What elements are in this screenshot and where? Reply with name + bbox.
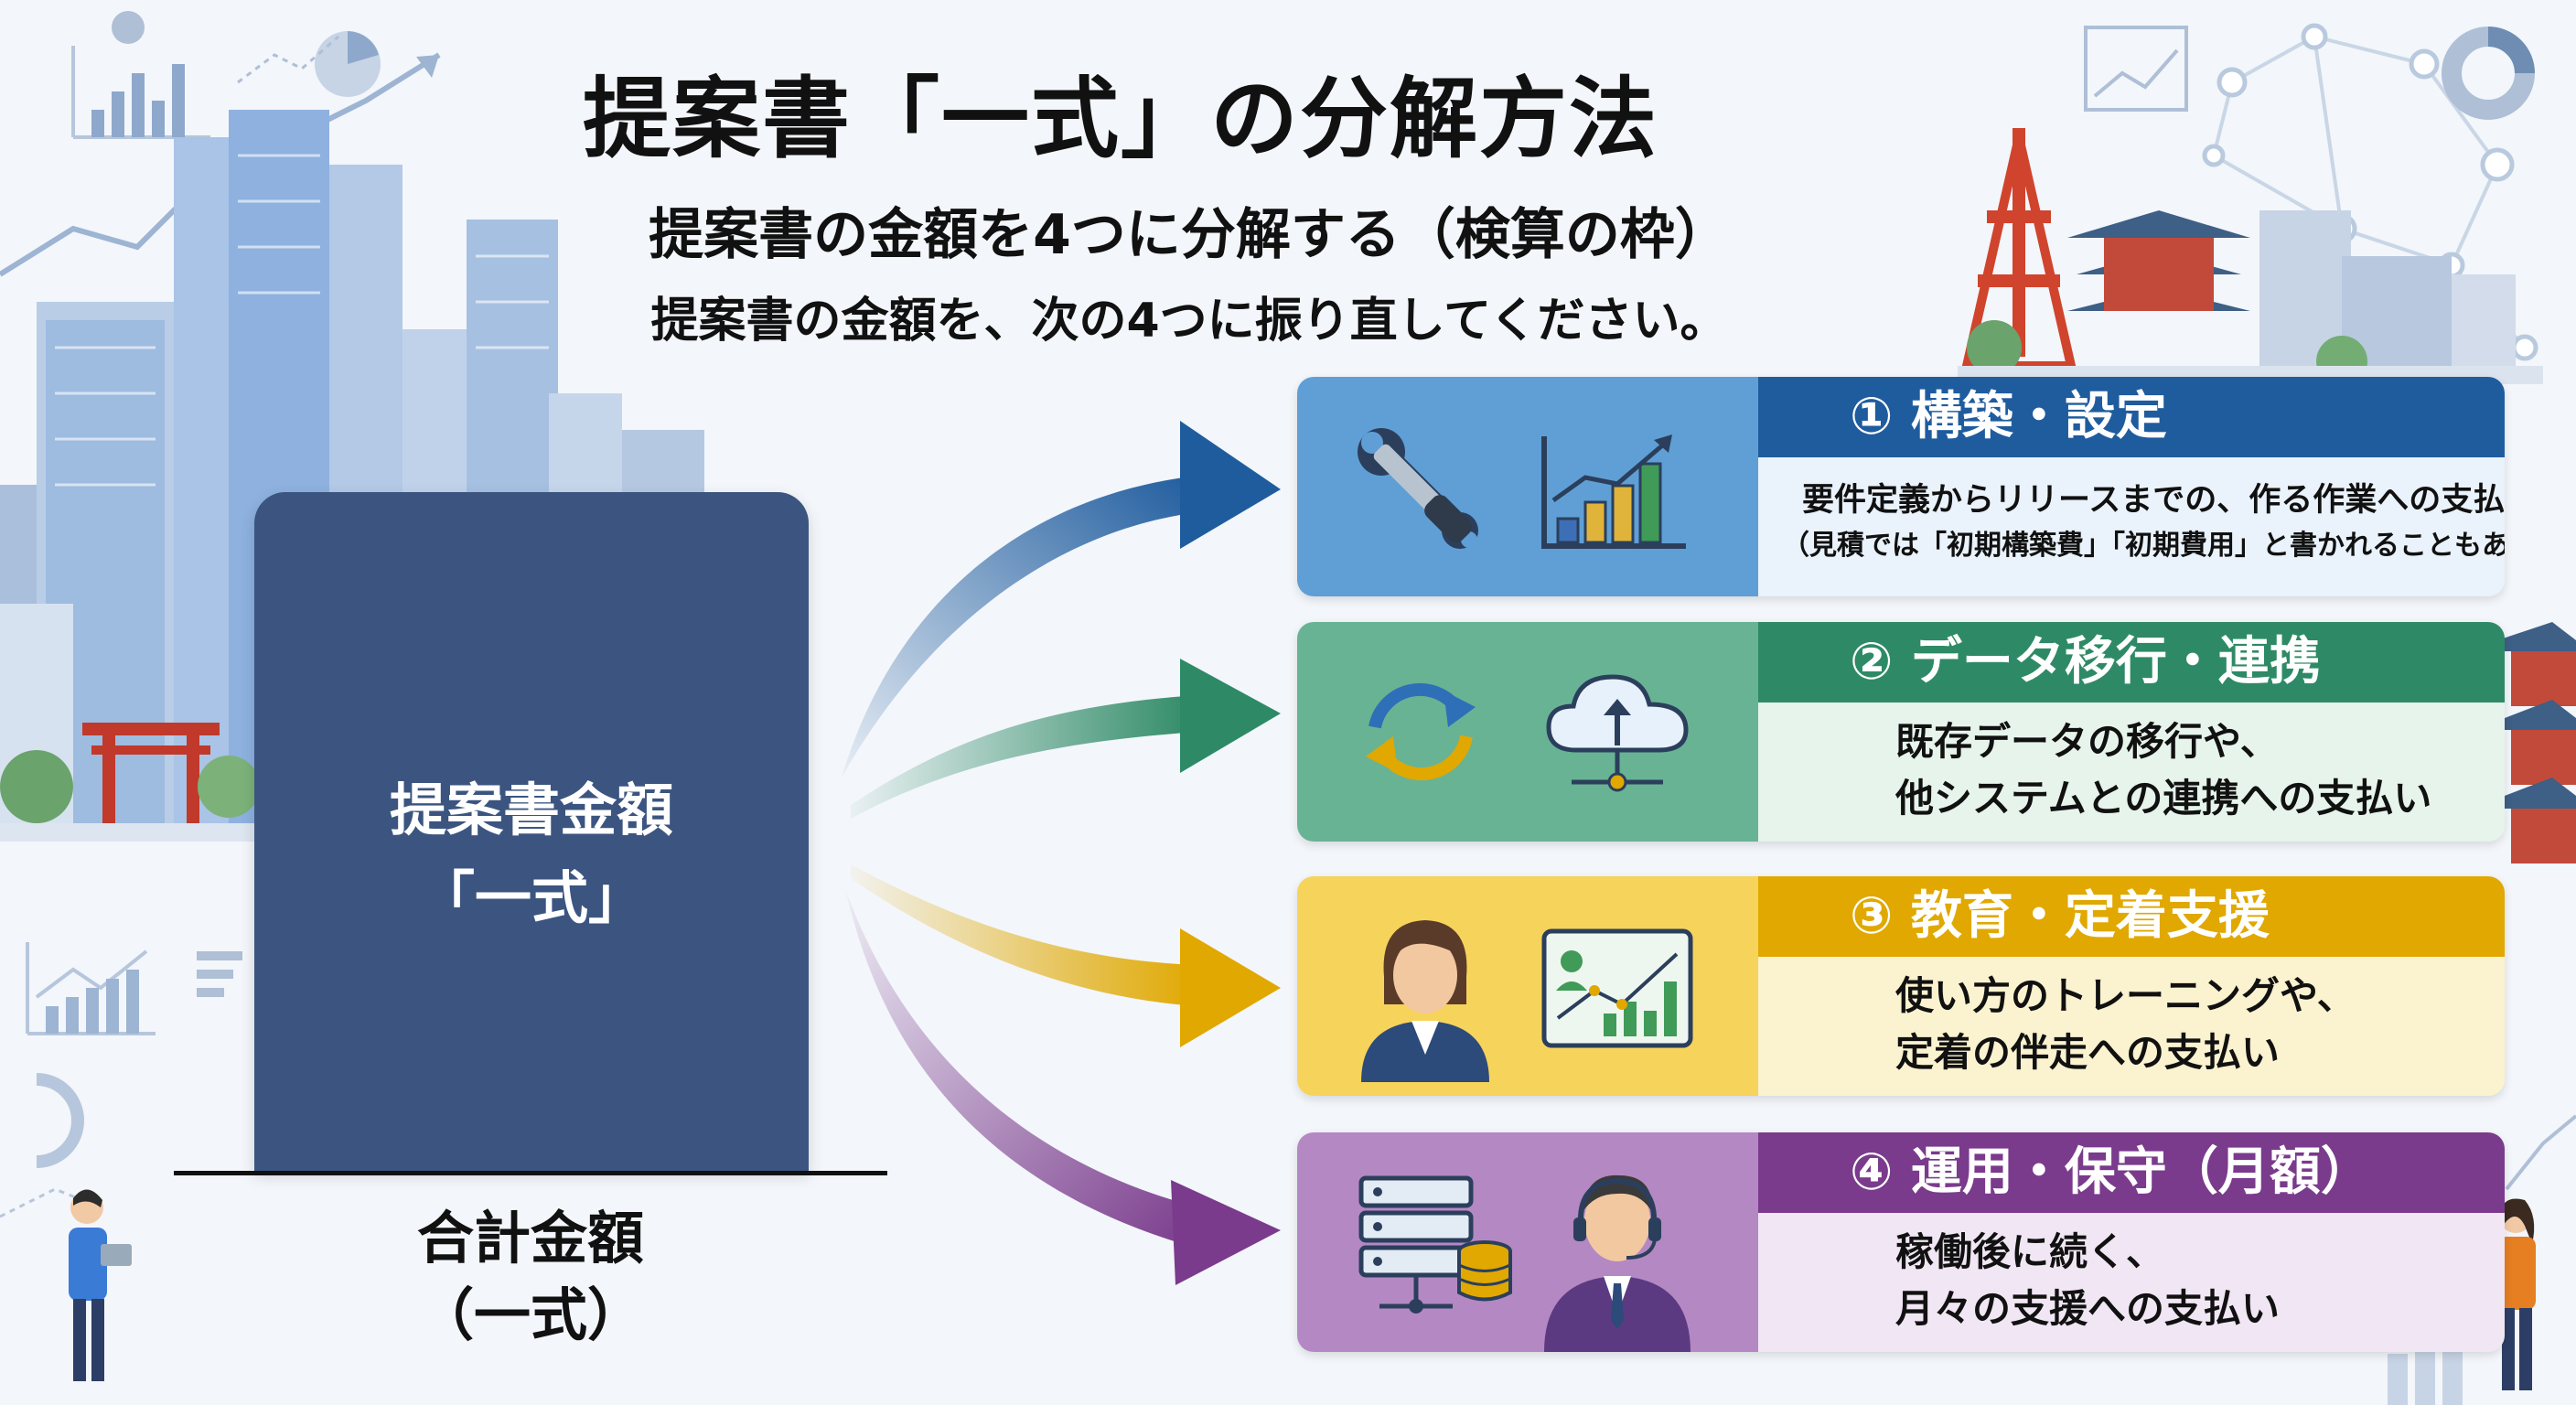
person-left-icon bbox=[69, 1189, 132, 1381]
arrow-to-item-2 bbox=[851, 659, 1281, 819]
item-icon-area bbox=[1297, 1132, 1758, 1352]
item-description-line: 要件定義からリリースまでの、作る作業への支払い bbox=[1802, 482, 2505, 519]
item-description: 要件定義からリリースまでの、作る作業への支払い （見積では「初期構築費」「初期費… bbox=[1758, 457, 2505, 596]
item-card-training: ③ 教育・定着支援 使い方のトレーニングや、 定着の伴走への支払い bbox=[1297, 876, 2505, 1096]
server-database-icon bbox=[1358, 1175, 1512, 1314]
arrow-to-item-1 bbox=[842, 421, 1281, 778]
item-description-line: 定着の伴走への支払い bbox=[1895, 1030, 2281, 1075]
item-description-line: 既存データの移行や、 bbox=[1895, 719, 2279, 764]
item-title: ④ 運用・保守（月額） bbox=[1758, 1132, 2505, 1213]
sync-arrows-icon bbox=[1366, 682, 1476, 781]
page-title: 提案書「一式」の分解方法 bbox=[583, 68, 1658, 170]
total-box-line2: 「一式」 bbox=[417, 864, 645, 931]
item-description-line: （見積では「初期構築費」「初期費用」と書かれることもあります） bbox=[1782, 530, 2505, 562]
cloud-upload-icon bbox=[1546, 674, 1689, 792]
support-operator-icon bbox=[1544, 1174, 1690, 1352]
arrow-to-item-4 bbox=[846, 892, 1281, 1285]
total-amount-box: 提案書金額 「一式」 bbox=[254, 492, 809, 1171]
item-title: ② データ移行・連携 bbox=[1758, 622, 2505, 702]
item-description-line: 稼働後に続く、 bbox=[1895, 1229, 2165, 1274]
item-card-operation: ④ 運用・保守（月額） 稼働後に続く、 月々の支援への支払い bbox=[1297, 1132, 2505, 1352]
total-label-line1: 合計金額 bbox=[416, 1205, 644, 1271]
item-description: 使い方のトレーニングや、 定着の伴走への支払い bbox=[1758, 957, 2505, 1096]
item-description-line: 使い方のトレーニングや、 bbox=[1895, 973, 2356, 1018]
growth-chart-icon bbox=[1541, 434, 1686, 549]
arrow-to-item-3 bbox=[851, 864, 1281, 1047]
total-amount-label: 合計金額 （一式） bbox=[256, 1200, 805, 1354]
item-card-data-migration: ② データ移行・連携 既存データの移行や、 他システムとの連携への支払い bbox=[1297, 622, 2505, 842]
baseline-divider bbox=[174, 1171, 887, 1175]
item-title: ① 構築・設定 bbox=[1758, 377, 2505, 457]
total-box-label: 提案書金額 「一式」 bbox=[254, 767, 809, 942]
item-icon-area bbox=[1297, 377, 1758, 596]
item-icon-area bbox=[1297, 622, 1758, 842]
item-description-line: 月々の支援への支払い bbox=[1895, 1286, 2281, 1331]
item-description-line: 他システムとの連携への支払い bbox=[1895, 776, 2432, 820]
trainer-person-icon bbox=[1361, 920, 1489, 1082]
item-title: ③ 教育・定着支援 bbox=[1758, 876, 2505, 957]
total-box-line1: 提案書金額 bbox=[389, 777, 673, 843]
total-label-line2: （一式） bbox=[416, 1282, 644, 1348]
item-card-construction: ① 構築・設定 要件定義からリリースまでの、作る作業への支払い （見積では「初期… bbox=[1297, 377, 2505, 596]
wrench-screwdriver-icon bbox=[1358, 428, 1478, 549]
instruction-text: 提案書の金額を、次の4つに振り直してください。 bbox=[650, 294, 1728, 349]
item-description: 稼働後に続く、 月々の支援への支払い bbox=[1758, 1213, 2505, 1352]
item-description: 既存データの移行や、 他システムとの連携への支払い bbox=[1758, 702, 2505, 842]
page-subtitle: 提案書の金額を4つに分解する（検算の枠） bbox=[649, 203, 1730, 267]
presentation-board-icon bbox=[1541, 928, 1693, 1048]
item-icon-area bbox=[1297, 876, 1758, 1096]
